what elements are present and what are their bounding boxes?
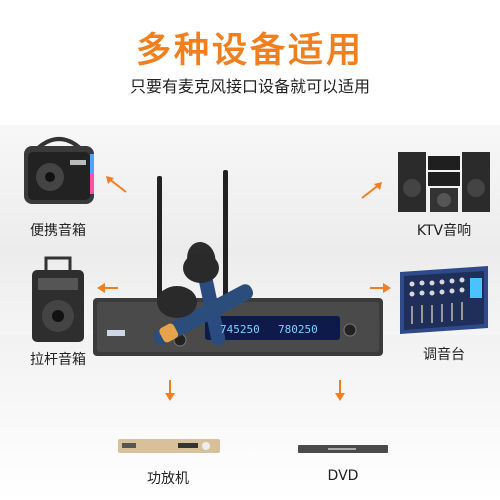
arrow-to-amplifier-icon — [165, 380, 175, 401]
dvd-image — [298, 440, 388, 453]
ktv-audio-label: KTV音响 — [416, 223, 472, 239]
arrow-to-dvd-icon — [335, 380, 345, 401]
amplifier-image — [118, 437, 220, 455]
mixer-image — [396, 262, 492, 336]
display-left-readout: 745250 — [220, 323, 260, 336]
receiver-unit — [85, 170, 395, 370]
ktv-audio-image — [396, 148, 492, 214]
trolley-speaker-image — [28, 256, 88, 346]
trolley-speaker-label: 拉杆音箱 — [30, 352, 86, 368]
arrow-to-mixer-icon — [370, 283, 391, 293]
display-right-readout: 780250 — [278, 323, 318, 336]
portable-speaker-label: 便携音箱 — [30, 223, 86, 239]
floor-reflection — [0, 335, 500, 500]
mixer-label: 调音台 — [423, 347, 465, 363]
arrow-to-ktv-audio-icon — [361, 182, 382, 199]
amplifier-label: 功放机 — [147, 471, 189, 487]
dvd-label: DVD — [327, 468, 359, 484]
page-title: 多种设备适用 — [135, 31, 364, 71]
arrow-to-portable-speaker-icon — [106, 176, 127, 193]
portable-speaker-image — [18, 130, 100, 208]
arrow-to-trolley-speaker-icon — [97, 283, 118, 293]
page-subtitle: 只要有麦克风接口设备就可以适用 — [129, 77, 370, 96]
